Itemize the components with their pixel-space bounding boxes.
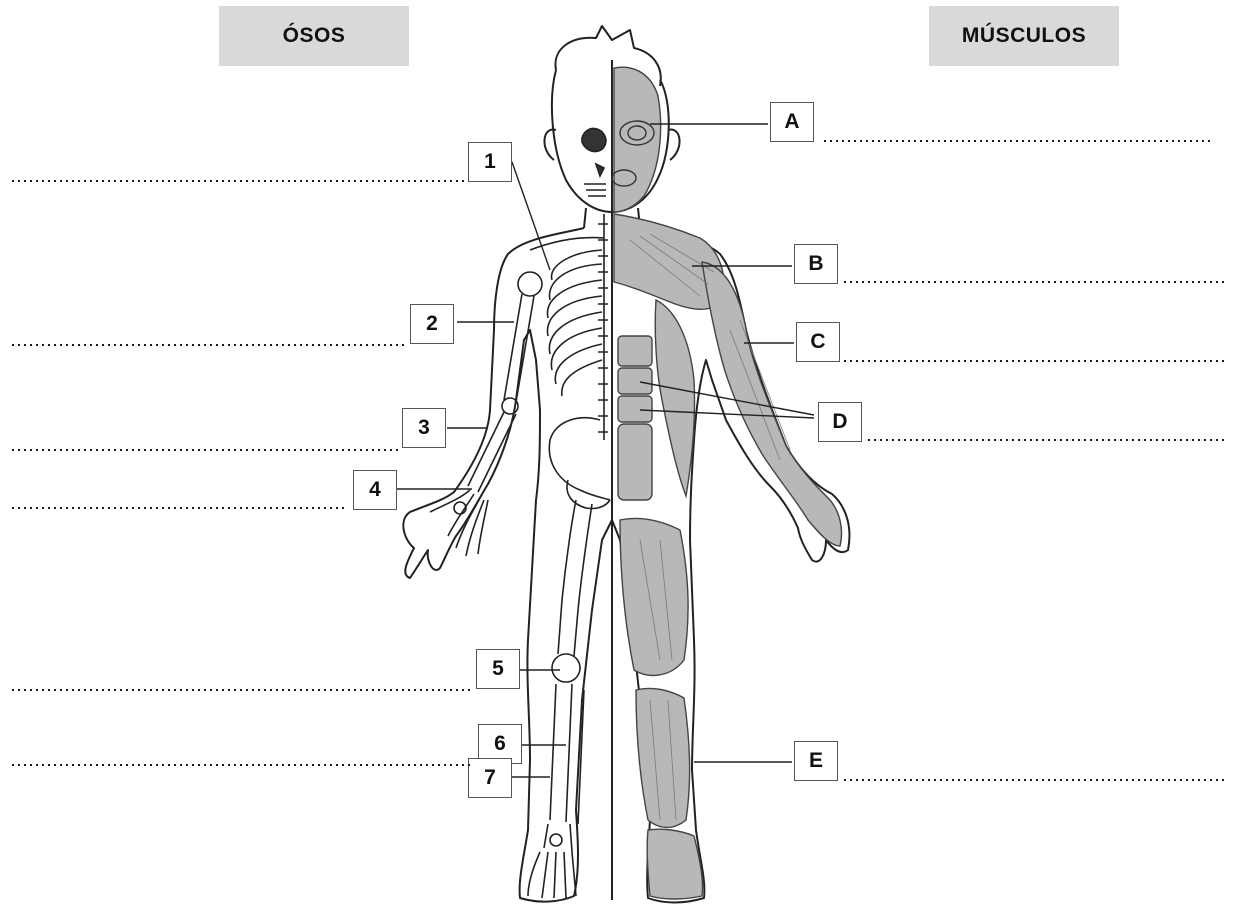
answer-line-5[interactable]: [10, 689, 472, 691]
answer-line-e[interactable]: [842, 779, 1226, 781]
answer-line-2[interactable]: [10, 344, 406, 346]
bone-label-1: 1: [468, 142, 512, 182]
muscle-label-c: C: [796, 322, 840, 362]
leader-lines: [397, 124, 814, 777]
bone-label-3: 3: [402, 408, 446, 448]
skeleton-layer: [430, 128, 610, 898]
answer-line-6[interactable]: [10, 764, 474, 766]
muscle-label-b: B: [794, 244, 838, 284]
muscle-label-a: A: [770, 102, 814, 142]
bone-label-2: 2: [410, 304, 454, 344]
bone-label-4: 4: [353, 470, 397, 510]
muscle-label-e: E: [794, 741, 838, 781]
answer-line-d[interactable]: [866, 439, 1226, 441]
answer-line-a[interactable]: [822, 140, 1214, 142]
answer-line-c[interactable]: [842, 360, 1226, 362]
bone-label-7: 7: [468, 758, 512, 798]
answer-line-4[interactable]: [10, 507, 348, 509]
answer-line-b[interactable]: [842, 281, 1226, 283]
muscle-label-d: D: [818, 402, 862, 442]
answer-line-3[interactable]: [10, 449, 398, 451]
bone-label-5: 5: [476, 649, 520, 689]
answer-line-1[interactable]: [10, 180, 466, 182]
